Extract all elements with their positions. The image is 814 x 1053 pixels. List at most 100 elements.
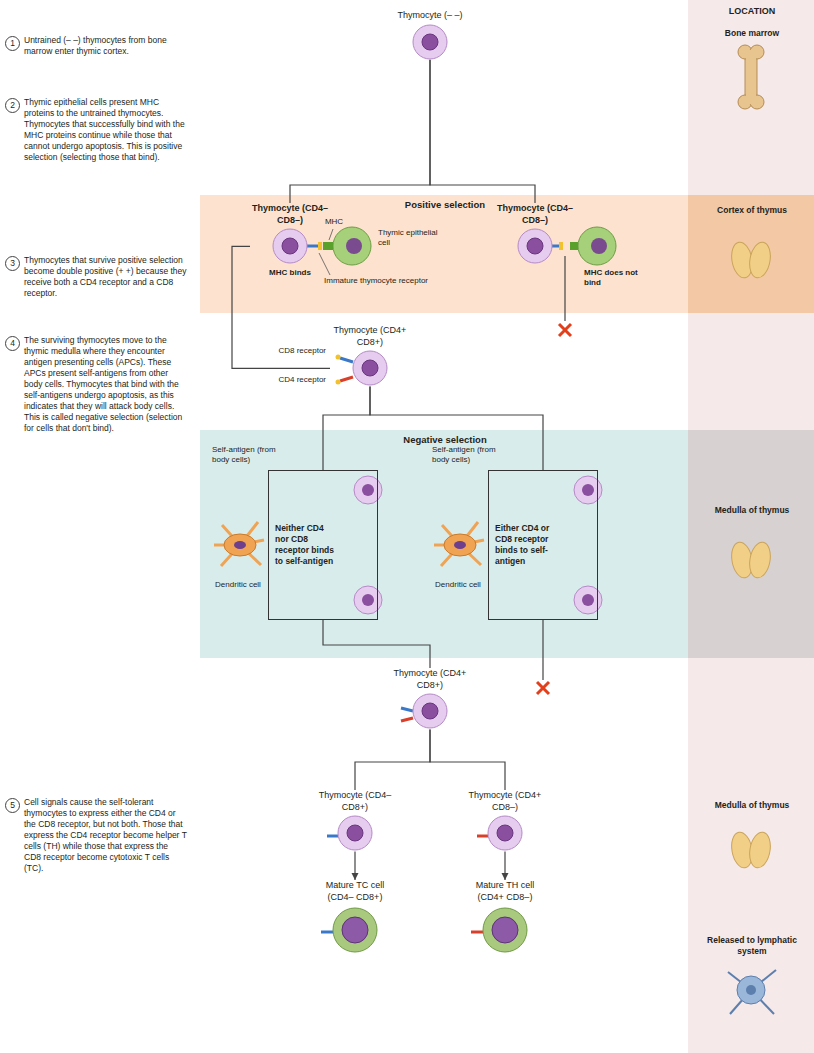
mature-cell-figure xyxy=(465,905,545,955)
cd8-mark xyxy=(340,358,353,362)
band-ground xyxy=(688,430,814,658)
cd4-mark xyxy=(336,380,341,385)
cd4-mark xyxy=(471,931,483,934)
label-box: Released to lymphatic system xyxy=(700,935,804,957)
thymocyte-figure xyxy=(413,694,447,728)
location-column xyxy=(688,0,814,1053)
mature-cell-nucleus xyxy=(342,917,368,943)
bone-figure xyxy=(746,50,756,104)
label-box: Dendritic cell xyxy=(428,580,488,590)
epithelial-cell xyxy=(346,238,362,254)
band-ground xyxy=(688,195,814,313)
receptor-mark xyxy=(318,242,322,250)
thymocyte-node: Thymocyte (CD4+ CD8+) xyxy=(390,668,470,729)
thymocyte-figure xyxy=(413,25,447,59)
thymocyte-node: Thymocyte (CD4+ CD8–) xyxy=(465,790,545,851)
apoptosis-x xyxy=(537,682,549,694)
column-heading: LOCATION xyxy=(690,6,814,18)
label-box: CD4 receptor xyxy=(250,375,326,385)
label-box: CD8 receptor xyxy=(250,346,326,356)
dendritic-cell xyxy=(434,522,484,566)
label-box: MHC binds xyxy=(258,268,322,278)
connector xyxy=(323,386,370,470)
thymocyte-node: Thymocyte (CD4– CD8–) xyxy=(250,203,330,264)
mature-cell-figure xyxy=(315,905,395,955)
thymocyte-figure xyxy=(250,228,330,264)
thymocyte-nucleus xyxy=(527,238,543,254)
thymocyte-figure xyxy=(518,229,552,263)
label-box: MHC does not bind xyxy=(584,268,656,289)
node-text: Either CD4 or CD8 receptor binds to self… xyxy=(495,523,557,567)
apoptosis-x xyxy=(559,324,571,336)
callout-number: 1 xyxy=(6,37,19,50)
step-number: 5 xyxy=(5,798,20,813)
step-text: The surviving thymocytes move to the thy… xyxy=(24,335,187,434)
connector xyxy=(430,729,505,790)
step-number: 3 xyxy=(5,256,20,271)
location-label: Bone marrow xyxy=(690,28,814,39)
thymocyte-figure xyxy=(390,24,470,60)
band-heading: Negative selection xyxy=(200,430,690,445)
callout-number: 2 xyxy=(6,99,19,112)
part-label: Thymic epithelial cell xyxy=(378,228,440,249)
death-line xyxy=(564,256,565,321)
dendritic-cell xyxy=(214,522,264,566)
thymocyte-figure xyxy=(338,816,372,850)
part-label: CD8 receptor xyxy=(250,346,326,356)
thymocyte-nucleus xyxy=(282,238,298,254)
thymocyte-node: Thymocyte (CD4– CD8+) xyxy=(315,790,395,851)
selection-box: Either CD4 or CD8 receptor binds to self… xyxy=(488,470,598,620)
connector xyxy=(430,60,535,203)
callout-number: 4 xyxy=(6,337,19,350)
label-box: Cell signals cause the self-tolerant thy… xyxy=(24,797,187,874)
leader-line xyxy=(319,253,330,275)
label-box: Medulla of thymus xyxy=(690,505,814,516)
label-box: Untrained (– –) thymocytes from bone mar… xyxy=(24,35,187,57)
node-text: Thymocyte (CD4– CD8–) xyxy=(495,203,575,226)
epithelial-cell xyxy=(591,238,607,254)
part-label: Dendritic cell xyxy=(208,580,268,590)
label-box: Dendritic cell xyxy=(208,580,268,590)
label-box: Immature thymocyte receptor xyxy=(324,276,454,286)
dendritic-cell xyxy=(234,541,246,549)
label-box: Self-antigen (from body cells) xyxy=(432,445,512,466)
label-box: Thymic epithelial cells present MHC prot… xyxy=(24,97,187,163)
thymocyte-figure xyxy=(582,594,594,606)
cd8-mark xyxy=(327,835,338,838)
thymocyte-node: Thymocyte (CD4– CD8–) xyxy=(495,203,575,264)
node-text: Thymocyte (CD4– CD8+) xyxy=(315,790,395,813)
mhc-mark xyxy=(323,242,333,250)
receptor-mark xyxy=(559,242,563,250)
step-text: Thymic epithelial cells present MHC prot… xyxy=(24,97,187,163)
label-box: Thymocytes that survive positive selecti… xyxy=(24,255,187,299)
node-text: Thymocyte (CD4– CD8–) xyxy=(250,203,330,226)
thymocyte-figure xyxy=(273,229,307,263)
epithelial-cell xyxy=(333,227,371,265)
label-box: Thymic epithelial cell xyxy=(378,228,440,249)
part-label: MHC xyxy=(318,217,350,227)
label-box: Medulla of thymus xyxy=(690,800,814,811)
thymus-figure xyxy=(747,541,773,580)
mature-cell-figure xyxy=(483,908,527,952)
epithelial-cell xyxy=(578,227,616,265)
connector xyxy=(504,851,505,880)
receptor-mark xyxy=(307,245,318,248)
mature-cell-node: Mature TH cell (CD4+ CD8–) xyxy=(465,880,545,955)
connector xyxy=(354,851,355,880)
node-text: Mature TC cell (CD4– CD8+) xyxy=(315,880,395,903)
thymus-figure xyxy=(747,241,773,280)
label-box: LOCATION xyxy=(690,6,814,18)
location-label: Medulla of thymus xyxy=(690,800,814,811)
thymocyte-figure xyxy=(495,228,575,264)
apoptosis-x xyxy=(537,682,549,694)
leader-line xyxy=(329,229,333,240)
mature-cell-node: Mature TC cell (CD4– CD8+) xyxy=(315,880,395,955)
connector xyxy=(323,620,430,668)
thymocyte-nucleus xyxy=(347,825,363,841)
part-label: Self-antigen (from body cells) xyxy=(212,445,292,466)
thymocyte-figure xyxy=(330,350,410,386)
step-number: 2 xyxy=(5,98,20,113)
death-line xyxy=(542,620,543,680)
selection-box: Neither CD4 nor CD8 receptor binds to se… xyxy=(268,470,378,620)
thymocyte-figure xyxy=(390,693,470,729)
